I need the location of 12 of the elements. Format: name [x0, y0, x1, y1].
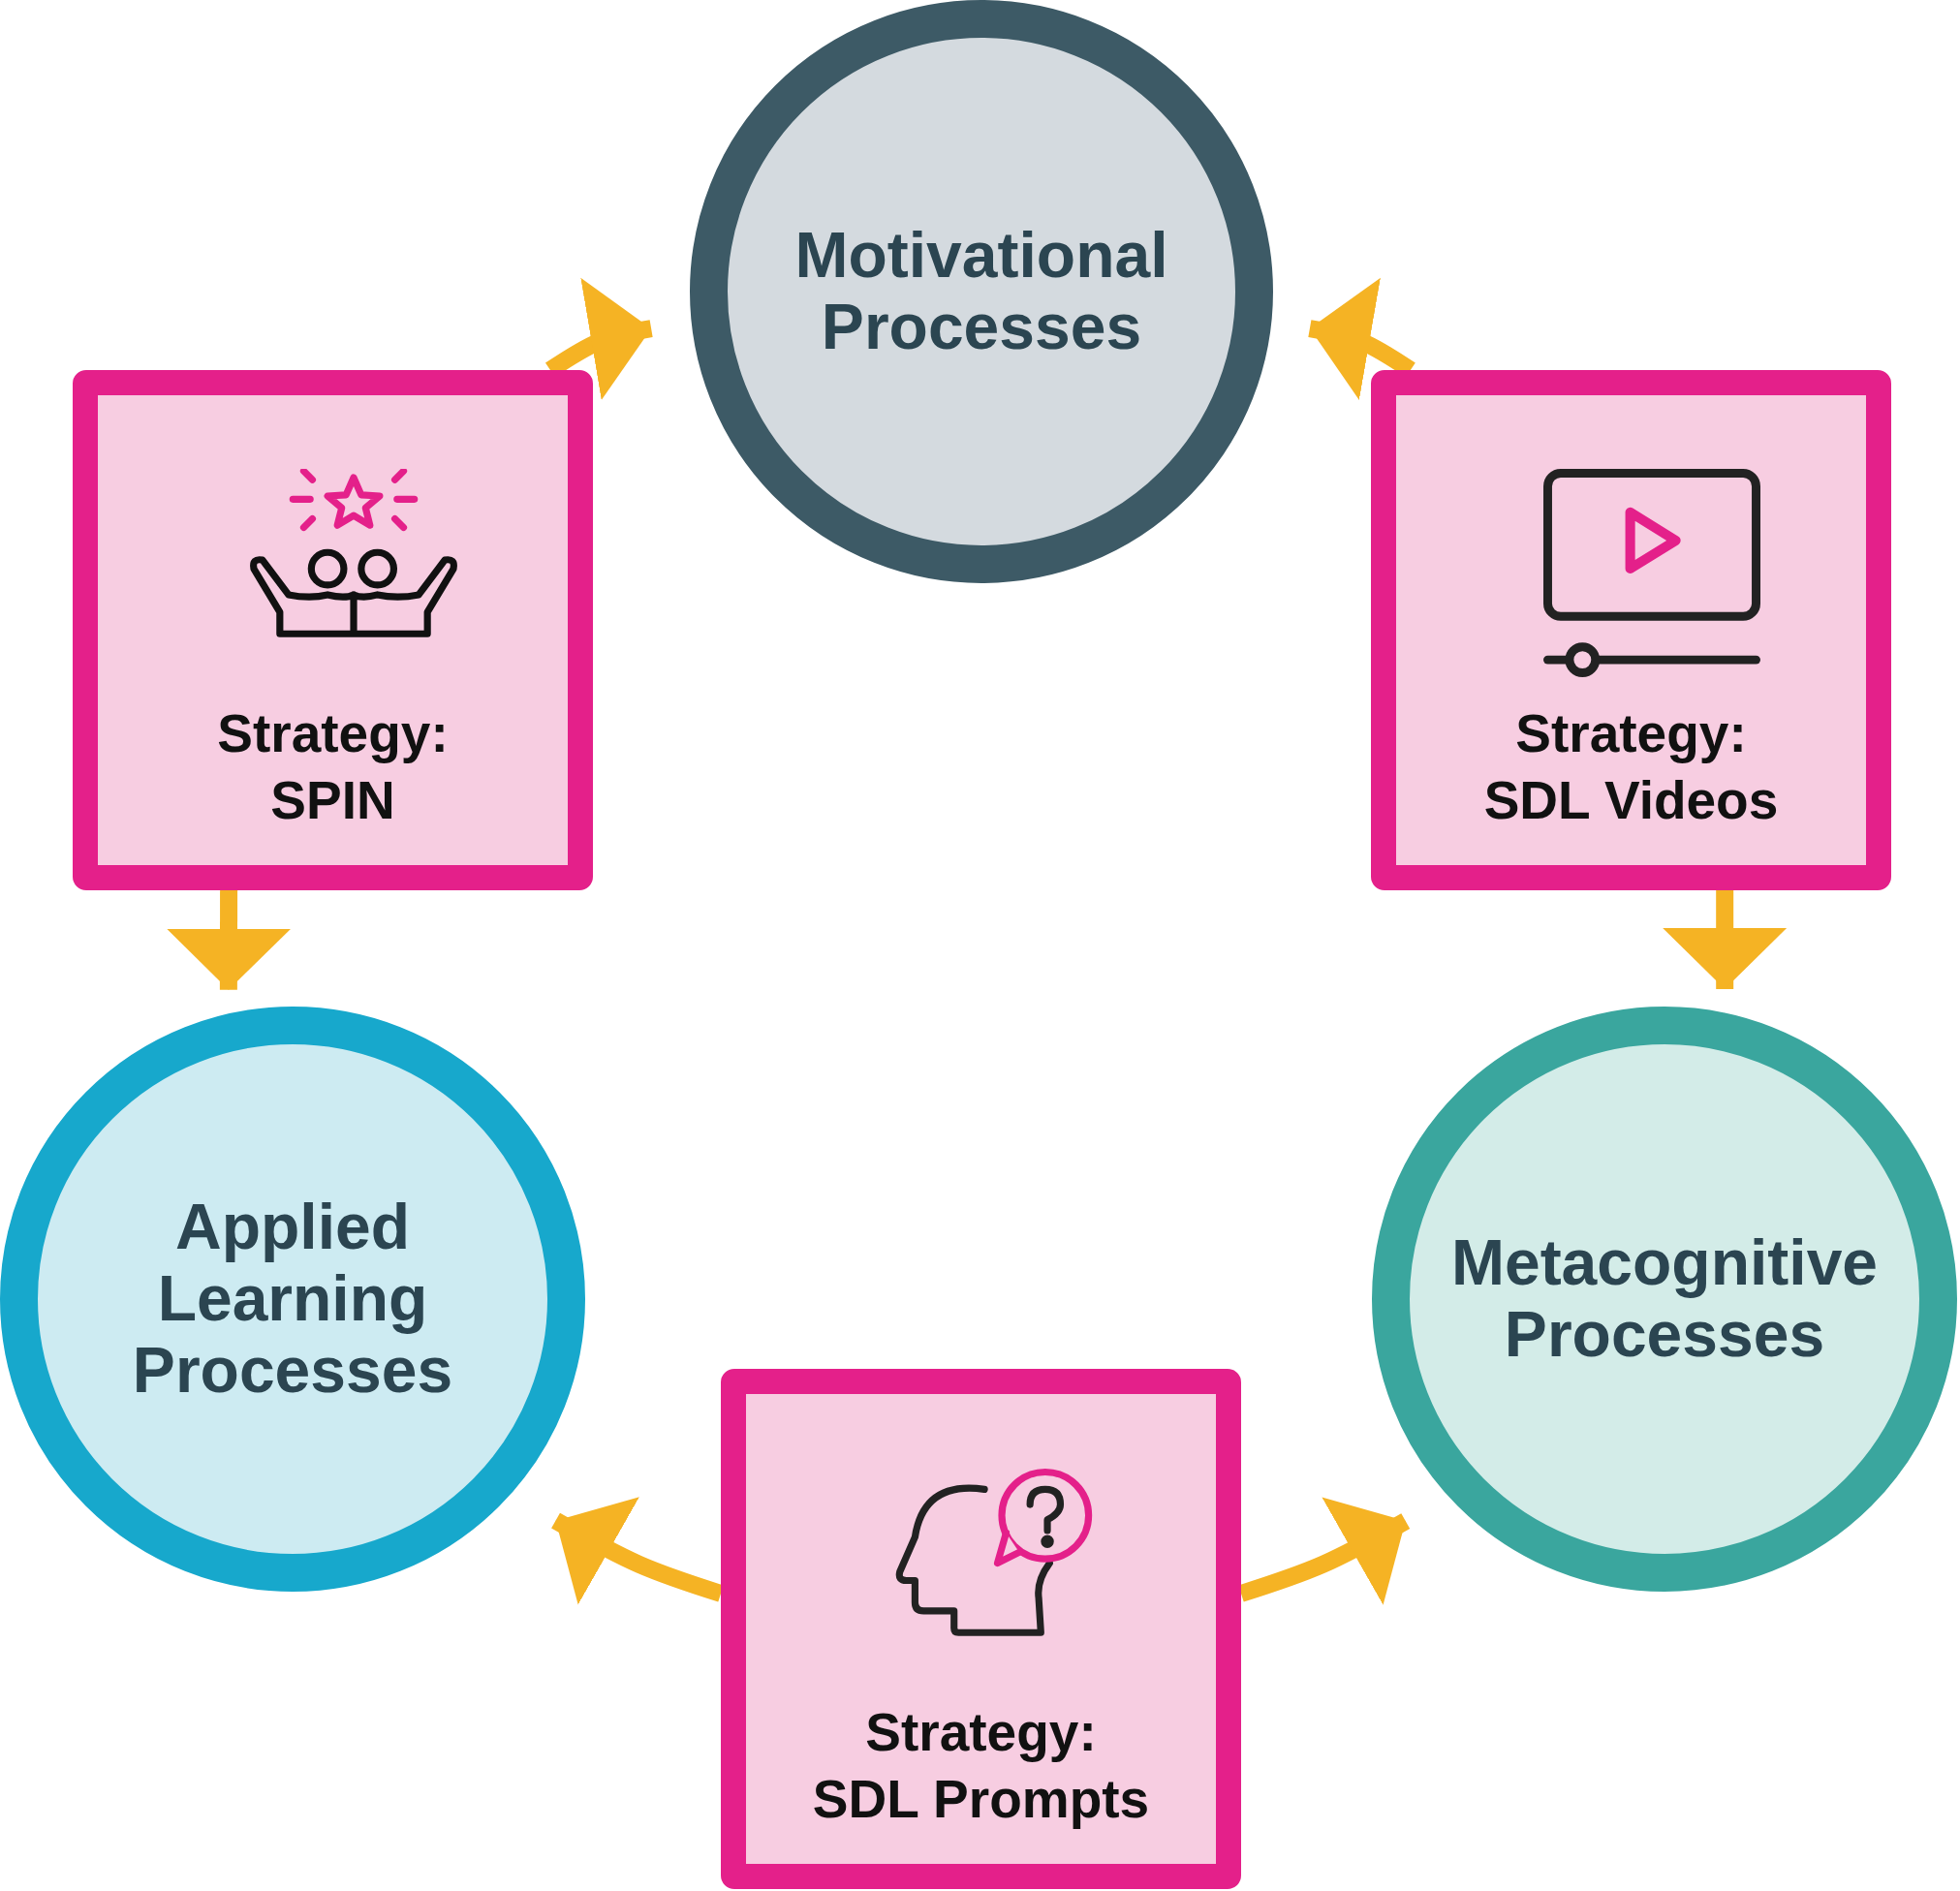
arrow — [167, 889, 291, 990]
strategy-box — [721, 1369, 1241, 1889]
process-label: Applied Learning Processes — [131, 1192, 454, 1407]
arrow — [1308, 278, 1416, 401]
process-label: Motivational Processes — [793, 220, 1169, 363]
strategy-name: SPIN — [269, 774, 396, 827]
arrow — [545, 277, 653, 401]
process-label: Metacognitive Processes — [1449, 1227, 1880, 1371]
strategy-box — [73, 370, 593, 890]
strategy-box — [1371, 370, 1891, 890]
arrow — [1663, 890, 1788, 989]
strategy-name: SDL Videos — [1482, 774, 1780, 827]
